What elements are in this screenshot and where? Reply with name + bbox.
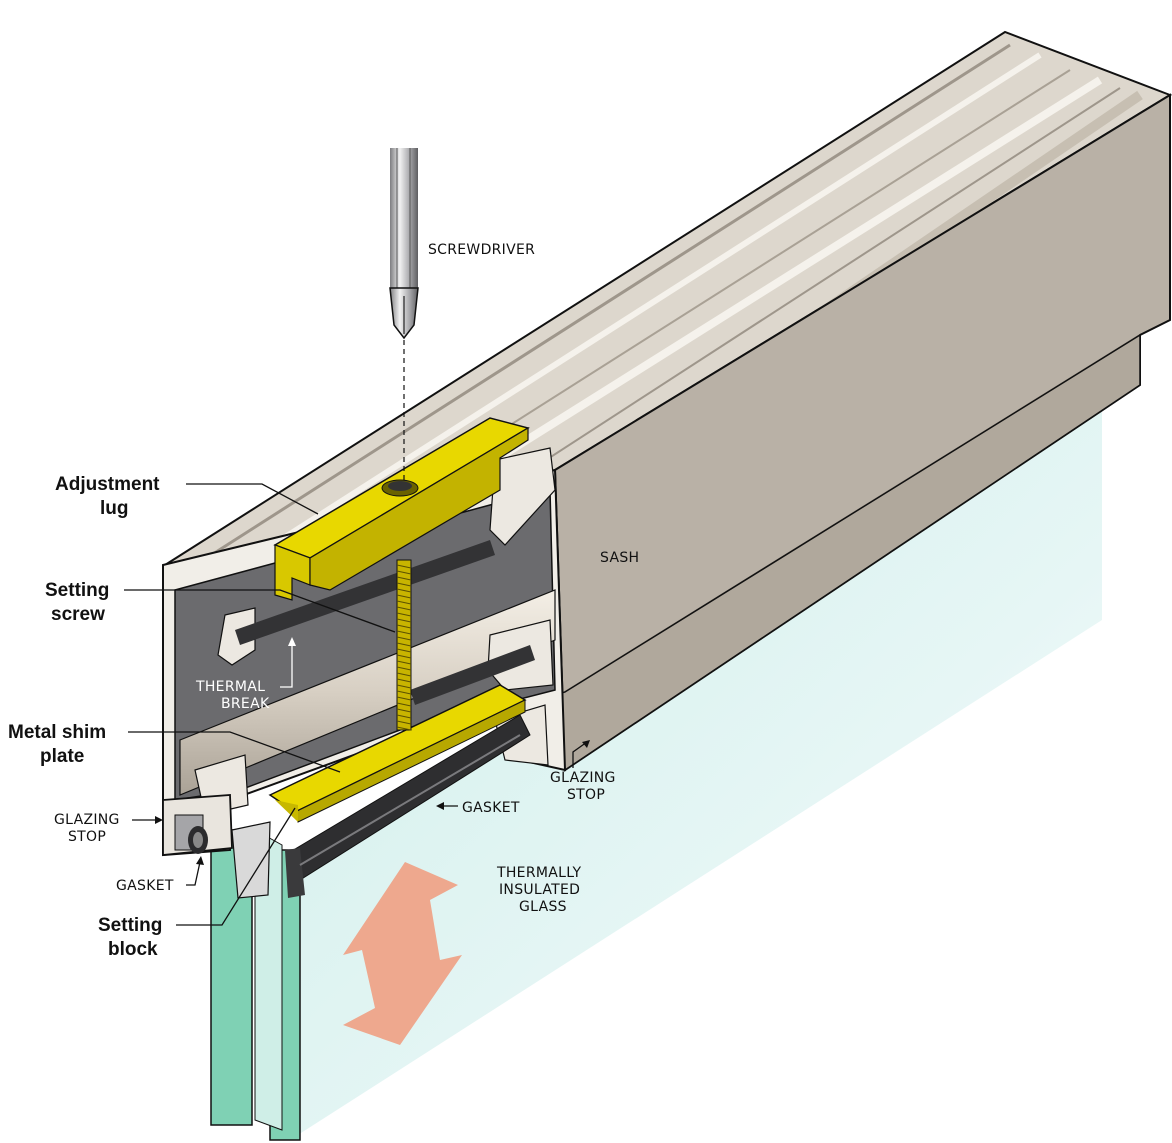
label-thermal-break-2: BREAK	[221, 696, 270, 712]
label-glazing-stop-left-1: GLAZING	[54, 812, 120, 828]
setting-block	[231, 821, 271, 899]
screw-thread	[396, 708, 412, 713]
leader-setting-block	[176, 807, 296, 926]
label-glass-1: THERMALLY	[496, 865, 581, 881]
leader-metal-shim	[128, 731, 341, 773]
gasket-strip	[285, 714, 531, 898]
label-glass-3: GLASS	[519, 899, 567, 915]
label-screwdriver: SCREWDRIVER	[428, 242, 535, 258]
label-metal-shim-1: Metal shim	[8, 722, 106, 743]
screw-thread	[396, 570, 412, 575]
screw-thread	[396, 690, 412, 695]
leader-glazing-stop-right	[572, 741, 588, 768]
leader-gasket-left	[186, 861, 201, 886]
screw-thread	[396, 612, 412, 617]
setting-screw	[396, 559, 412, 731]
label-glazing-stop-right-2: STOP	[567, 787, 605, 803]
screwdriver-icon	[389, 148, 419, 480]
insulated-glass	[210, 408, 1102, 1141]
screw-thread	[396, 660, 412, 665]
screw-thread	[396, 720, 412, 725]
screw-thread	[396, 576, 412, 581]
label-thermal-break-1: THERMAL	[195, 679, 265, 695]
label-metal-shim-2: plate	[40, 746, 84, 767]
label-sash: SASH	[600, 550, 639, 566]
label-gasket-left: GASKET	[116, 878, 174, 894]
label-adjustment-lug-2: lug	[100, 498, 129, 519]
double-arrow-icon	[343, 862, 462, 1045]
leader-thermal-break	[280, 642, 293, 688]
screw-thread	[396, 606, 412, 611]
glazing-stop-left	[162, 794, 233, 856]
label-adjustment-lug-1: Adjustment	[55, 474, 160, 495]
label-setting-block-2: block	[108, 939, 158, 960]
sash-body	[162, 30, 1172, 857]
screw-thread	[396, 624, 412, 629]
leader-setting-screw	[124, 589, 396, 633]
label-setting-screw-1: Setting	[45, 580, 109, 601]
screw-thread	[396, 630, 412, 635]
screw-thread	[396, 726, 412, 731]
screw-thread	[396, 564, 412, 569]
screw-thread	[396, 582, 412, 587]
label-glazing-stop-left-2: STOP	[68, 829, 106, 845]
labels: SCREWDRIVER SASH Adjustment lug Setting …	[8, 242, 639, 960]
metal-shim-plate	[268, 684, 527, 823]
screw-thread	[396, 636, 412, 641]
screw-thread	[396, 666, 412, 671]
screw-thread	[396, 648, 412, 653]
leader-adjustment-lug	[186, 483, 319, 515]
screw-thread	[396, 600, 412, 605]
label-gasket-right: GASKET	[462, 800, 520, 816]
screw-thread	[396, 672, 412, 677]
adjustment-lug	[273, 417, 530, 601]
screw-thread	[396, 654, 412, 659]
screw-thread	[396, 714, 412, 719]
label-setting-screw-2: screw	[51, 604, 105, 625]
screw-thread	[396, 684, 412, 689]
screw-thread	[396, 618, 412, 623]
screw-thread	[396, 594, 412, 599]
screw-thread	[396, 678, 412, 683]
screw-thread	[396, 642, 412, 647]
screw-thread	[396, 588, 412, 593]
screw-thread	[396, 702, 412, 707]
label-glass-2: INSULATED	[499, 882, 580, 898]
label-setting-block-1: Setting	[98, 915, 162, 936]
screw-thread	[396, 696, 412, 701]
label-glazing-stop-right-1: GLAZING	[550, 770, 616, 786]
